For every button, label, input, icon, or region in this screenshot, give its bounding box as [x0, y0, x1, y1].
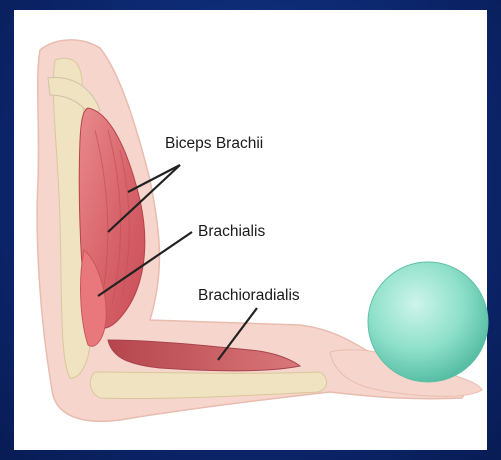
label-biceps-brachii: Biceps Brachii — [165, 135, 263, 152]
label-brachioradialis: Brachioradialis — [198, 287, 300, 304]
exercise-ball — [368, 262, 488, 382]
label-brachialis: Brachialis — [198, 223, 265, 240]
